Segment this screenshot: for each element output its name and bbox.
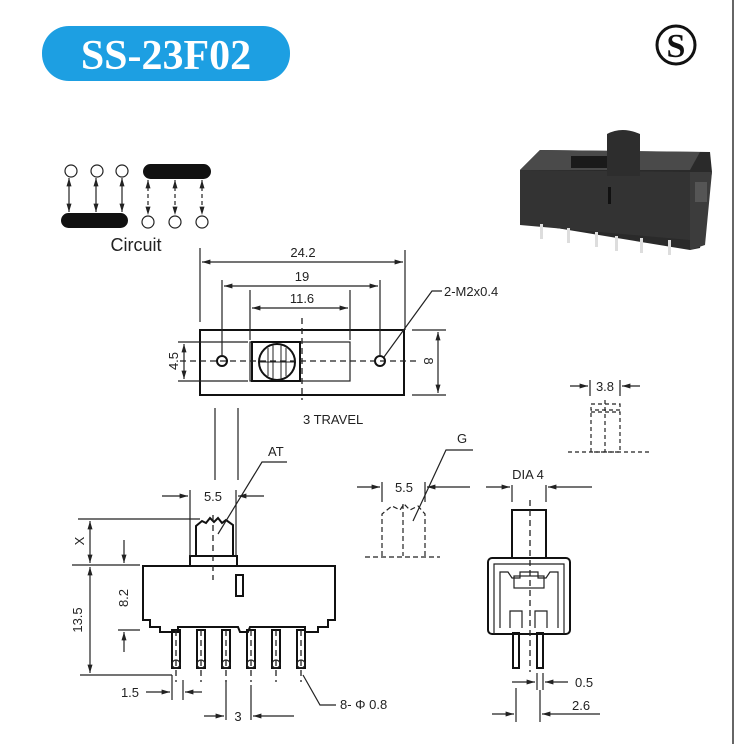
- dim-round-width: 3.8: [596, 379, 614, 394]
- pins: [171, 629, 306, 682]
- dim-hole-spacing: 19: [295, 269, 309, 284]
- actuator-round-drawing: 3.8: [568, 379, 650, 453]
- dim-x: X: [72, 536, 87, 545]
- dim-overall-length: 24.2: [290, 245, 315, 260]
- dim-body-width: 8: [421, 357, 436, 364]
- dim-g-width: 5.5: [395, 480, 413, 495]
- circuit-diagram: Circuit: [61, 164, 211, 255]
- front-view-drawing: 5.5 AT X 13.5 8.2 1.5 3 8- Φ 0.8: [70, 444, 387, 724]
- actuator-g-drawing: 5.5 G: [357, 431, 473, 558]
- dim-inner-height: 4.5: [166, 352, 181, 370]
- top-view-drawing: 24.2 19 11.6 2-M2x0.4 4.5 8 3 TRAVEL: [166, 245, 498, 480]
- travel-label: 3 TRAVEL: [303, 412, 363, 427]
- dim-body-height: 8.2: [116, 589, 131, 607]
- logo-letter: S: [667, 28, 686, 65]
- dim-actuator-dia: DIA 4: [512, 467, 544, 482]
- side-view-drawing: DIA 4 0.5 2.6: [486, 467, 600, 722]
- product-photo: [520, 130, 712, 255]
- model-title-badge: SS-23F02: [42, 26, 290, 81]
- dim-pin-spacing: 2.6: [572, 698, 590, 713]
- dim-total-height: 13.5: [70, 607, 85, 632]
- pin-spec: 8- Φ 0.8: [340, 697, 387, 712]
- dim-slot-length: 11.6: [290, 291, 314, 306]
- dim-pin-offset: 1.5: [121, 685, 139, 700]
- mount-hole-spec: 2-M2x0.4: [444, 284, 498, 299]
- dim-pin-thickness: 0.5: [575, 675, 593, 690]
- dim-pin-pitch: 3: [234, 709, 241, 724]
- dim-actuator-width: 5.5: [204, 489, 222, 504]
- actuator-type-label: AT: [268, 444, 284, 459]
- model-title: SS-23F02: [81, 33, 251, 79]
- circuit-label: Circuit: [110, 235, 161, 255]
- brand-logo: S: [655, 24, 697, 66]
- actuator-g-label: G: [457, 431, 467, 446]
